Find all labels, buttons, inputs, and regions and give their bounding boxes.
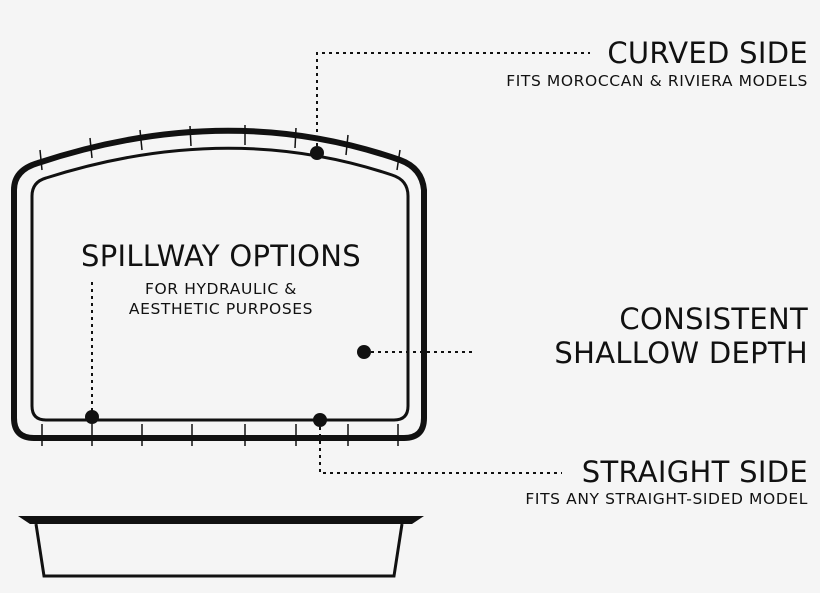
spillway-inner-basin [30, 146, 410, 422]
curved-side-title: CURVED SIDE [607, 36, 808, 70]
spillway-options-subtitle-2: AESTHETIC PURPOSES [128, 300, 314, 318]
spillway-options-marker [85, 410, 99, 424]
profile-basin [34, 523, 404, 578]
straight-side-subtitle: FITS ANY STRAIGHT-SIDED MODEL [525, 490, 808, 508]
depth-marker [357, 345, 371, 359]
spillway-outer-rim [11, 127, 427, 441]
straight-side-marker [313, 413, 327, 427]
top-tick-marks [39, 125, 401, 171]
curved-side-subtitle: FITS MOROCCAN & RIVIERA MODELS [506, 72, 808, 90]
depth-line-2: SHALLOW DEPTH [554, 336, 808, 370]
spillway-options-title: SPILLWAY OPTIONS [80, 239, 362, 273]
spillway-options-subtitle-1: FOR HYDRAULIC & [144, 280, 297, 298]
bottom-tick-marks [41, 424, 399, 446]
curved-side-leader [316, 52, 590, 153]
depth-line-1: CONSISTENT [619, 302, 808, 336]
straight-side-leader [319, 420, 562, 474]
straight-side-title: STRAIGHT SIDE [581, 455, 808, 489]
curved-side-marker [310, 146, 324, 160]
profile-rim [18, 516, 424, 524]
